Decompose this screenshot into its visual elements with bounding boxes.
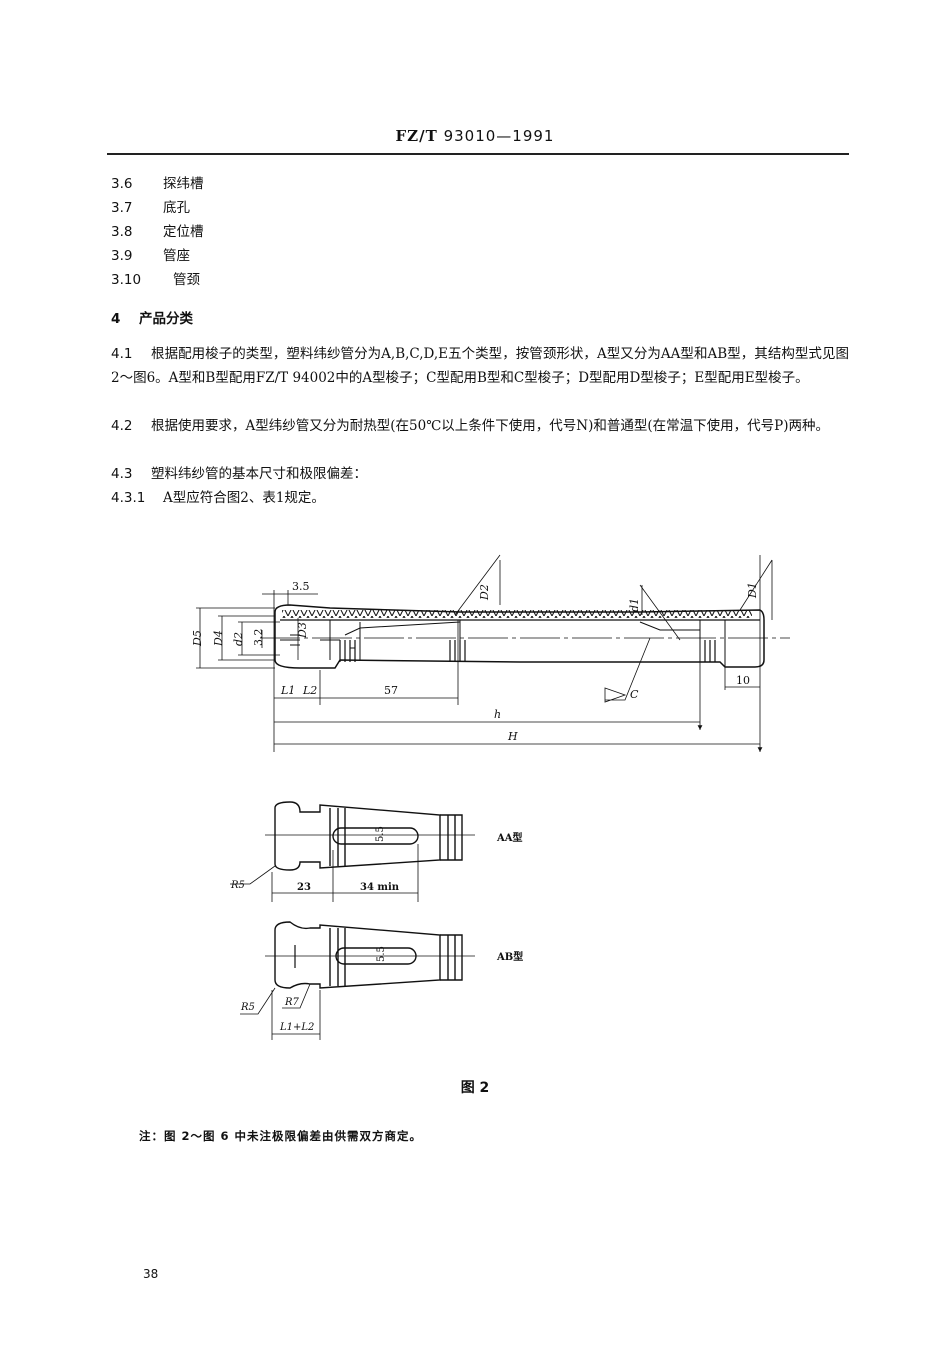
svg-text:10: 10 (736, 674, 750, 687)
svg-text:3.2: 3.2 (252, 629, 265, 647)
svg-text:R7: R7 (284, 997, 300, 1008)
dimension-lines (196, 554, 773, 752)
svg-text:AA型: AA型 (496, 831, 523, 844)
svg-text:AB型: AB型 (496, 950, 523, 963)
svg-text:5.5: 5.5 (376, 946, 387, 962)
tube-section-view (260, 604, 790, 669)
svg-text:L1: L1 (280, 684, 295, 697)
figure-note: 注：图 2～图 6 中未注极限偏差由供需双方商定。 (139, 1129, 423, 1143)
svg-text:d2: d2 (232, 632, 245, 646)
svg-text:D1: D1 (746, 582, 759, 599)
header-rule (107, 153, 849, 155)
standard-code: FZ/T (395, 127, 438, 145)
page-number: 38 (143, 1267, 159, 1281)
svg-text:d1: d1 (628, 598, 641, 612)
svg-text:D3: D3 (296, 622, 309, 639)
svg-text:3.5: 3.5 (292, 580, 310, 593)
page-header: FZ/T 93010—1991 (0, 127, 950, 145)
svg-text:R5: R5 (240, 1002, 255, 1013)
svg-text:57: 57 (384, 684, 398, 697)
svg-text:D4: D4 (212, 630, 225, 647)
svg-text:h: h (494, 708, 501, 721)
ab-type-view (240, 921, 475, 1040)
svg-text:D5: D5 (191, 630, 204, 647)
svg-text:R5: R5 (230, 880, 245, 891)
standard-number: 93010—1991 (443, 127, 555, 145)
svg-text:5.5: 5.5 (375, 826, 386, 842)
figure-2-drawing: 3.5 D5 D4 d2 3.2 D3 L1 L2 57 D2 d1 D1 10… (191, 554, 790, 1040)
svg-text:L1+L2: L1+L2 (279, 1022, 314, 1033)
svg-text:D2: D2 (478, 584, 491, 601)
svg-text:H: H (507, 730, 518, 743)
figure-caption: 图 2 (460, 1080, 490, 1096)
svg-text:23: 23 (297, 882, 311, 893)
svg-text:34 min: 34 min (360, 882, 400, 893)
aa-type-view (230, 801, 475, 902)
svg-text:L2: L2 (302, 684, 317, 697)
svg-text:C: C (630, 688, 639, 701)
